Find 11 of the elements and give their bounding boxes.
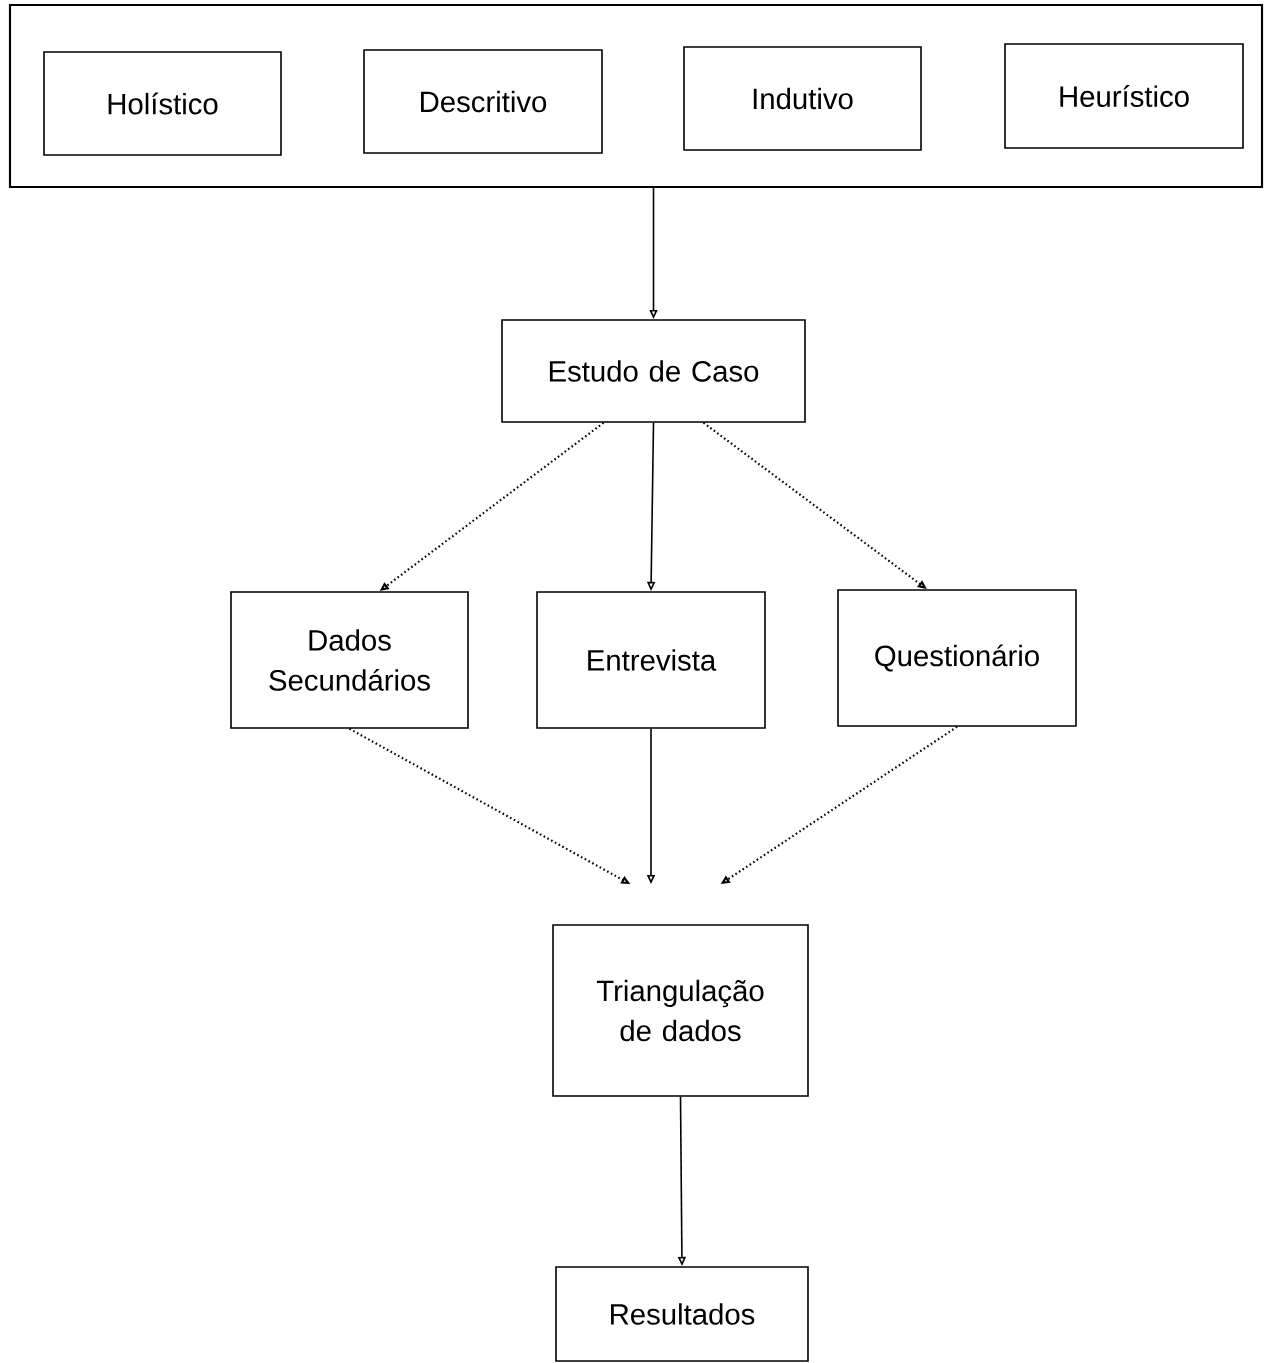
process-box: Entrevista	[536, 591, 766, 729]
process-box: Heurístico	[1004, 43, 1244, 149]
container-box	[8, 3, 1264, 189]
process-box: Holístico	[43, 51, 282, 156]
process-box: Estudo de Caso	[501, 319, 806, 423]
process-box: Questionário	[837, 589, 1077, 727]
process-box: Dados Secundários	[230, 591, 469, 729]
process-box: Indutivo	[683, 46, 922, 151]
process-box: Descritivo	[363, 49, 603, 154]
process-box: Resultados	[555, 1266, 809, 1362]
process-box: Triangulação de dados	[552, 924, 809, 1097]
